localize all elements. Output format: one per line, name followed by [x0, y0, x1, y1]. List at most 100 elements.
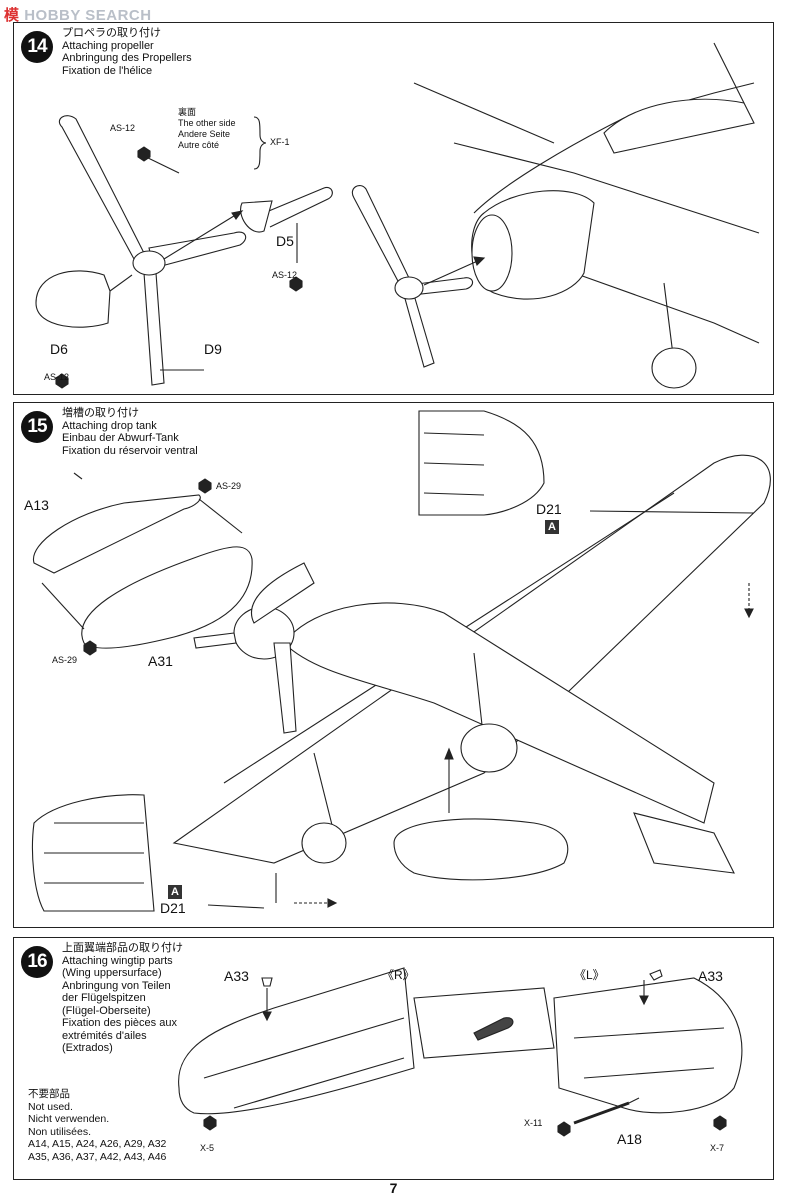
title-jp: 増槽の取り付け — [62, 407, 139, 419]
arrow-tank-2 — [41, 582, 85, 630]
title-jp: 上面翼端部品の取り付け — [62, 942, 183, 954]
left-wing — [553, 977, 743, 1114]
screw-label-d6: AS-12 — [44, 372, 70, 382]
title-fr: Fixation du réservoir ventral — [62, 444, 198, 457]
screw-d6 — [55, 373, 69, 389]
leader-d21-bottom — [207, 904, 265, 909]
canopy — [603, 98, 755, 154]
drop-tank — [393, 818, 569, 881]
spinner-d6 — [35, 270, 111, 328]
wing-upper — [453, 142, 760, 234]
part-a33-right: A33 — [224, 968, 249, 984]
title-line: Attaching wingtip parts — [62, 954, 173, 967]
page-number: 7 — [389, 1180, 398, 1196]
gear-left — [313, 752, 335, 834]
title-line: (Wing uppersurface) — [62, 967, 162, 979]
collar — [240, 200, 273, 233]
part-d9: D9 — [204, 341, 222, 357]
step-heading: 増槽の取り付け Attaching drop tank Einbau der A… — [62, 407, 198, 457]
inset-top — [418, 410, 545, 516]
not-used-parts: 不要部品 Not used. Nicht verwenden. Non util… — [28, 1088, 166, 1163]
other-side-fr: Autre côté — [178, 140, 220, 150]
wing-leading — [413, 82, 555, 144]
propeller-assembly-drawing — [35, 42, 760, 389]
drop-tank-drawing — [31, 410, 771, 912]
screw-label-x11: X-11 — [524, 1118, 543, 1128]
prop-blade-lower — [143, 272, 165, 386]
step-14-panel: 14 プロペラの取り付け Attaching propeller Anbring… — [13, 22, 774, 395]
step-heading: プロペラの取り付け Attaching propeller Anbringung… — [62, 27, 192, 77]
other-side-jp: 裏面 — [178, 107, 197, 117]
screw-label-as29-top: AS-29 — [216, 481, 242, 491]
step-number: 14 — [21, 31, 53, 63]
not-used-list: A14, A15, A24, A26, A29, A32 — [28, 1138, 167, 1150]
prop-hub — [132, 250, 166, 276]
prop-blade-upper — [58, 115, 145, 260]
detail-mark-a-bottom: A — [168, 885, 182, 899]
title-line: extrémités d'ailes — [62, 1029, 147, 1042]
cowl-opening — [471, 214, 513, 292]
screw-x7 — [713, 1115, 727, 1131]
wingtip-drawing — [178, 967, 743, 1137]
wheel-right — [460, 723, 518, 773]
tank-half-a31 — [81, 546, 253, 649]
leader-d21-top — [589, 510, 755, 514]
screw-as12-top — [137, 146, 151, 162]
screw-label-d5: AS-12 — [272, 270, 298, 280]
step-16-panel: 16 上面翼端部品の取り付け Attaching wingtip parts (… — [13, 937, 774, 1180]
watermark: 模 HOBBY SEARCH — [4, 4, 152, 25]
title-en: Attaching propeller — [62, 39, 154, 52]
title-de: Einbau der Abwurf-Tank — [62, 432, 179, 444]
title-line: Anbringung von Teilen — [62, 979, 171, 992]
wing-lower — [573, 272, 760, 344]
wheel-left — [301, 822, 347, 864]
a18-part — [573, 1101, 630, 1125]
watermark-text: HOBBY SEARCH — [24, 7, 152, 24]
part-a18: A18 — [617, 1131, 642, 1147]
label-right-wing: 《R》 — [382, 968, 415, 982]
arrow-tank-1 — [198, 498, 243, 534]
not-used-de: Nicht verwenden. — [28, 1113, 110, 1125]
not-used-en: Not used. — [28, 1100, 73, 1113]
screw-as29-top — [198, 478, 212, 494]
shaft-d5 — [263, 186, 333, 228]
fuselage-under — [283, 602, 715, 824]
part-d5: D5 — [276, 233, 294, 249]
part-d21-top: D21 — [536, 501, 562, 517]
title-jp: プロペラの取り付け — [62, 27, 161, 39]
tank-half-a13 — [33, 494, 201, 574]
not-used-list: A35, A36, A37, A42, A43, A46 — [28, 1150, 167, 1163]
part-a13: A13 — [24, 497, 49, 513]
paint-xf1: XF-1 — [270, 137, 290, 147]
step-heading: 上面翼端部品の取り付け Attaching wingtip parts (Win… — [62, 942, 183, 1055]
title-fr: Fixation de l'hélice — [62, 64, 153, 77]
screw-d5 — [289, 276, 303, 292]
tail-antenna — [713, 42, 745, 104]
wheel — [651, 347, 697, 389]
title-en: Attaching drop tank — [62, 419, 157, 432]
step-15-panel: 15 増槽の取り付け Attaching drop tank Einbau de… — [13, 402, 774, 928]
other-side-note: 裏面 The other side Andere Seite Autre côt… — [178, 107, 236, 151]
not-used-jp: 不要部品 — [28, 1088, 70, 1100]
part-d21-bottom: D21 — [160, 900, 186, 916]
title-de: Anbringung des Propellers — [62, 52, 192, 64]
screw-label-as12: AS-12 — [110, 123, 136, 133]
step-number: 15 — [21, 411, 53, 443]
title-line: (Extrados) — [62, 1042, 113, 1054]
title-line: Fixation des pièces aux — [62, 1017, 177, 1029]
screw-label-x5: X-5 — [200, 1143, 215, 1153]
screw-x5 — [203, 1115, 217, 1131]
watermark-logo: 模 — [4, 7, 20, 24]
part-a31: A31 — [148, 653, 173, 669]
leader-as12 — [143, 155, 180, 174]
detail-mark-a-top: A — [545, 520, 559, 534]
part-d6: D6 — [50, 341, 68, 357]
brace — [253, 116, 267, 170]
step-number: 16 — [21, 946, 53, 978]
not-used-fr: Non utilisées. — [28, 1125, 92, 1138]
arrow-spinner — [109, 274, 133, 292]
screw-label-as29-bottom: AS-29 — [52, 655, 78, 665]
title-line: der Flügelspitzen — [62, 992, 146, 1004]
tail — [633, 812, 735, 874]
screw-x11 — [557, 1121, 571, 1137]
